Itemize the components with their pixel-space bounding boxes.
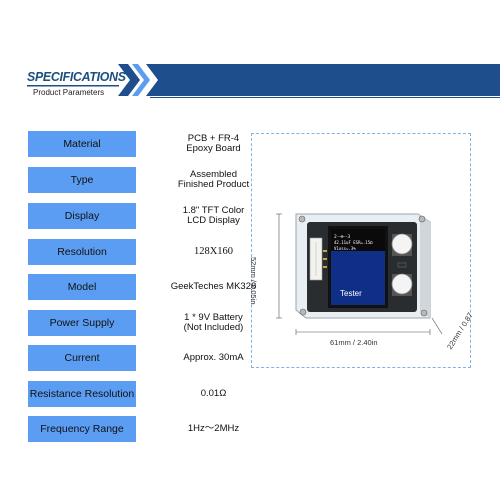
spec-label: Frequency Range: [28, 416, 136, 442]
spec-value: 1Hz～2MHz: [187, 423, 240, 434]
spec-label: Power Supply: [28, 310, 136, 336]
spec-value: GeekTeches MK328: [170, 281, 257, 292]
knob-bottom: [391, 273, 413, 295]
spec-label: Model: [28, 274, 136, 300]
spec-row-resistance-resolution: Resistance Resolution 0.01Ω: [28, 381, 278, 407]
dim-height-label: 52mm / 2.05in: [249, 257, 258, 305]
screen-line-3: V1oss=.3%: [334, 246, 356, 251]
header: SPECIFICATIONS Product Parameters: [0, 60, 500, 110]
spec-row-frequency-range: Frequency Range 1Hz～2MHz: [28, 416, 278, 442]
spec-label: Material: [28, 131, 136, 157]
spec-row-power-supply: Power Supply 1 * 9V Battery (Not Include…: [28, 310, 278, 336]
page-subtitle: Product Parameters: [33, 88, 105, 97]
spec-value: Approx. 30mA: [183, 352, 244, 363]
product-figure-frame: [251, 133, 471, 368]
knob-top: [391, 233, 413, 255]
spec-value: 1 * 9V Battery (Not Included): [183, 312, 244, 333]
dimension-lines: [276, 213, 443, 335]
spec-row-current: Current Approx. 30mA: [28, 345, 278, 371]
spec-value: 0.01Ω: [200, 388, 227, 399]
spec-row-material: Material PCB + FR-4 Epoxy Board: [28, 131, 278, 157]
dim-width-label: 61mm / 2.40in: [330, 338, 378, 347]
spec-value: Assembled Finished Product: [177, 169, 250, 190]
screen-line-1: 2-⊣⊢-3: [334, 234, 351, 240]
spec-label: Type: [28, 167, 136, 193]
spec-value: 1.8" TFT Color LCD Display: [182, 205, 245, 226]
spec-row-model: Model GeekTeches MK328: [28, 274, 278, 300]
spec-label: Resolution: [28, 239, 136, 265]
screen-brand: Tester: [340, 289, 362, 298]
spec-label: Current: [28, 345, 136, 371]
header-banner-graphic: [27, 64, 500, 98]
spec-value: PCB + FR-4 Epoxy Board: [186, 133, 241, 154]
spec-row-display: Display 1.8" TFT Color LCD Display: [28, 203, 278, 229]
spec-value: 128X160: [193, 246, 234, 257]
spec-label: Display: [28, 203, 136, 229]
screen-line-2: 42.11uF ESR=.15Ω: [334, 240, 373, 245]
spec-row-type: Type Assembled Finished Product: [28, 167, 278, 193]
spec-row-resolution: Resolution 128X160: [28, 239, 278, 265]
page-title: SPECIFICATIONS: [27, 69, 126, 84]
spec-label: Resistance Resolution: [28, 381, 136, 407]
dim-depth-label: 22mm / 0.87: [445, 311, 475, 351]
